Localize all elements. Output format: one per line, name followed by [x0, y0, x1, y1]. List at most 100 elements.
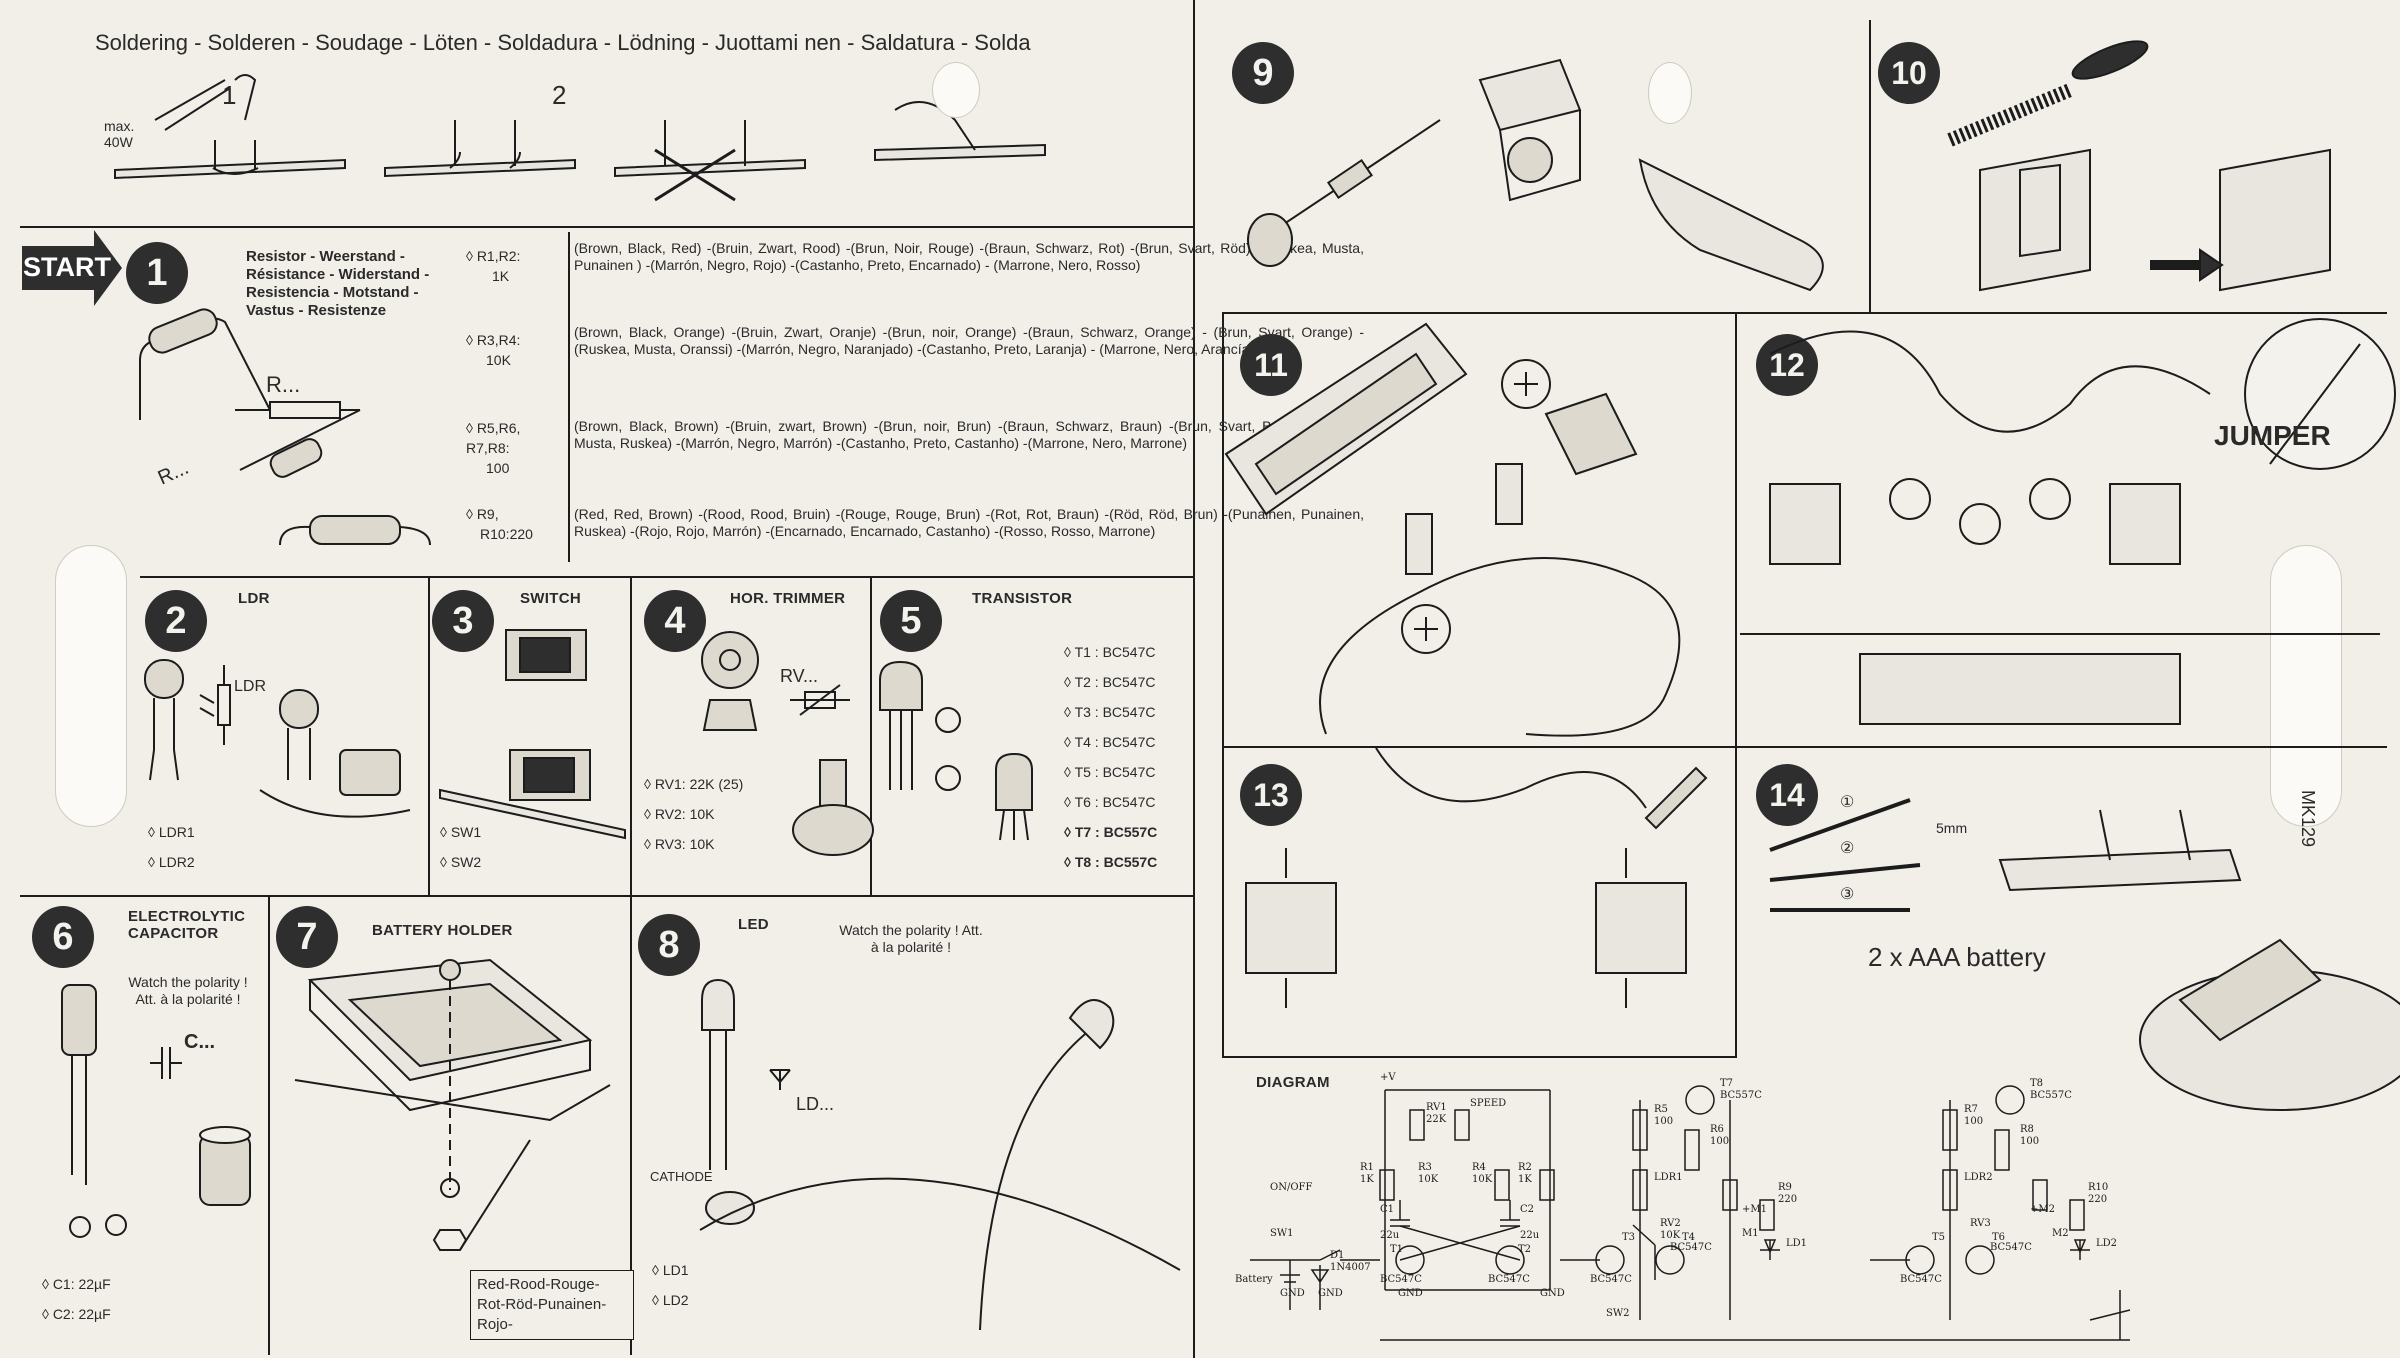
divider — [20, 226, 1195, 228]
diag-ldr2: LDR2 — [1964, 1172, 1993, 1183]
capacitor-symbol: C... — [184, 1031, 216, 1053]
transistor-label: T5 : BC547C — [1074, 764, 1156, 780]
bullet: ◊ — [148, 824, 155, 840]
divider — [1222, 312, 2387, 314]
step-1-number: 1 — [126, 242, 188, 304]
diag-ld2: LD2 — [2096, 1238, 2117, 1249]
step-10-number: 10 — [1878, 42, 1940, 104]
step-14-number: 14 — [1756, 764, 1818, 826]
transistor-label: T6 : BC547C — [1074, 794, 1156, 810]
transistor-label: T1 : BC547C — [1074, 644, 1156, 660]
diag-t1t: BC547C — [1380, 1274, 1422, 1285]
soldering-illustration — [95, 60, 1045, 200]
bullet: ◊ — [466, 506, 473, 522]
ldr-label: LDR1 — [158, 824, 195, 840]
step-11-illustration — [1226, 314, 1734, 744]
trimmer-illustration — [690, 630, 865, 880]
capacitor-label: C2: 22µF — [52, 1306, 111, 1322]
side-notch — [55, 545, 127, 827]
diag-t6: T6 — [1992, 1232, 2005, 1243]
switch-label: SW1 — [450, 824, 482, 840]
diag-c2: C2 — [1520, 1204, 1534, 1215]
divider — [1222, 312, 1224, 1057]
cathode-label: CATHODE — [650, 1169, 713, 1184]
diag-t5t: BC547C — [1900, 1274, 1942, 1285]
step-5-number: 5 — [880, 590, 942, 652]
resistor-illustration — [130, 300, 370, 560]
soldering-step-1: 1 — [222, 80, 237, 110]
transistor-item-3: ◊ T3 : BC547C — [1064, 702, 1156, 722]
led-label: LD1 — [662, 1262, 689, 1278]
diag-t7: T7 — [1720, 1078, 1733, 1089]
diag-rv2v: 10K — [1660, 1230, 1681, 1241]
bullet: ◊ — [644, 836, 651, 852]
diag-battery: Battery — [1235, 1274, 1273, 1285]
transistor-label: T2 : BC547C — [1074, 674, 1156, 690]
diag-r10: R10 — [2088, 1182, 2108, 1193]
trimmer-item-2: ◊ RV2: 10K — [644, 804, 714, 824]
diag-r6v: 100 — [1710, 1136, 1729, 1147]
diag-r6: R6 — [1710, 1124, 1724, 1135]
value: 10K — [486, 352, 511, 368]
transistor-illustration — [876, 660, 1066, 860]
diag-t2t: BC547C — [1488, 1274, 1530, 1285]
bullet: ◊ — [1064, 854, 1071, 870]
diagram-title: DIAGRAM — [1256, 1074, 1330, 1091]
resistor-ref-1: ◊ R1,R2: 1K — [466, 246, 546, 286]
diag-t3t: BC547C — [1590, 1274, 1632, 1285]
battery-wire-note: Red-Rood-Rouge-Rot-Röd-Punainen-Rojo- — [470, 1270, 634, 1340]
transistor-item-2: ◊ T2 : BC547C — [1064, 672, 1156, 692]
diag-sw2: SW2 — [1606, 1308, 1630, 1319]
bullet: ◊ — [148, 854, 155, 870]
bullet: ◊ — [42, 1306, 49, 1322]
trimmer-label: RV3: 10K — [654, 836, 715, 852]
divider — [428, 576, 430, 896]
diag-sw1: SW1 — [1270, 1228, 1294, 1239]
ldr-item-2: ◊ LDR2 — [148, 852, 195, 872]
side-notch — [2270, 545, 2342, 827]
divider — [1222, 1056, 1737, 1058]
transistor-label: T8 : BC557C — [1074, 854, 1158, 870]
ref: R5,R6, R7,R8: — [466, 420, 521, 456]
mark-3: ③ — [1840, 886, 1855, 903]
diag-gnd-3: GND — [1398, 1288, 1423, 1299]
capacitor-item-1: ◊ C1: 22µF — [42, 1274, 111, 1294]
diag-d1: D1 — [1330, 1250, 1344, 1261]
switch-item-2: ◊ SW2 — [440, 852, 481, 872]
ldr-symbol: LDR — [234, 678, 267, 695]
diag-r3v: 10K — [1418, 1174, 1439, 1185]
diag-rv1v: 22K — [1426, 1114, 1447, 1125]
bullet: ◊ — [466, 332, 473, 348]
bullet: ◊ — [42, 1276, 49, 1292]
switch-item-1: ◊ SW1 — [440, 822, 481, 842]
transistor-label: T3 : BC547C — [1074, 704, 1156, 720]
value: 100 — [486, 460, 510, 476]
diag-d1t: 1N4007 — [1330, 1262, 1371, 1273]
jumper-label: JUMPER — [2214, 420, 2331, 451]
led-item-1: ◊ LD1 — [652, 1260, 689, 1280]
bullet: ◊ — [1064, 824, 1071, 840]
length-label: 5mm — [1936, 820, 1968, 836]
start-arrow: START — [22, 230, 122, 306]
diag-r1v: 1K — [1360, 1174, 1374, 1185]
transistor-item-6: ◊ T6 : BC547C — [1064, 792, 1156, 812]
bullet: ◊ — [652, 1292, 659, 1308]
diag-r1: R1 — [1360, 1162, 1374, 1173]
bullet: ◊ — [652, 1262, 659, 1278]
step-3-title: SWITCH — [520, 590, 581, 607]
resistor-colors-4: (Red, Red, Brown) -(Rood, Rood, Bruin) -… — [574, 506, 1364, 539]
divider — [268, 895, 270, 1355]
resistor-ref-4: ◊ R9, R10:220 — [466, 504, 566, 544]
ref: R3,R4: — [476, 332, 521, 348]
max-label: max. — [104, 118, 135, 134]
trimmer-item-1: ◊ RV1: 22K (25) — [644, 774, 743, 794]
step-14-illustration — [1760, 780, 2400, 1130]
transistor-label: T7 : BC557C — [1074, 824, 1158, 840]
bullet: ◊ — [1064, 794, 1071, 810]
capacitor-note: Watch the polarity ! Att. à la polarité … — [128, 974, 248, 1007]
diag-speed: SPEED — [1470, 1098, 1506, 1109]
step-7-title: BATTERY HOLDER — [372, 922, 513, 939]
transistor-item-1: ◊ T1 : BC547C — [1064, 642, 1156, 662]
step-2-title: LDR — [238, 590, 270, 607]
diag-r9v: 220 — [1778, 1194, 1797, 1205]
